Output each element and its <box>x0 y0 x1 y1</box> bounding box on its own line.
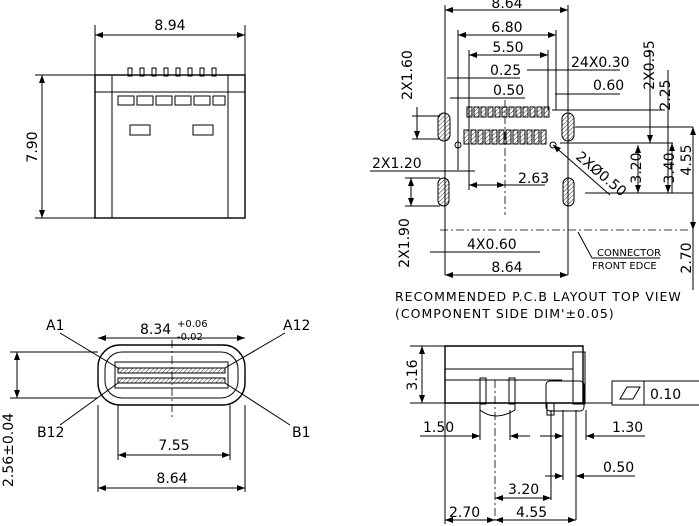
pcb-caption-2: (COMPONENT SIDE DIM'±0.05) <box>395 306 615 321</box>
dim-225-label: 2.25 <box>658 79 674 110</box>
dim-340-label: 3.40 <box>662 152 678 183</box>
pin-b1-label: B1 <box>292 425 311 441</box>
dim-050-label: 0.50 <box>603 460 634 476</box>
mount-pad-left <box>437 112 451 142</box>
pitch-label: 0.50 <box>493 83 524 99</box>
pin-b12-label: B12 <box>37 425 64 441</box>
pcb-layout: 8.64 6.80 5.50 0.25 0.50 24X0.30 0.60 2X… <box>370 0 696 321</box>
tolerance-plus: +0.06 <box>177 319 208 330</box>
flatness-callout: 0.10 <box>585 380 699 406</box>
signal-pads <box>463 106 550 145</box>
side-dim-320-label: 3.20 <box>508 482 539 498</box>
pin-a1-label: A1 <box>46 318 64 334</box>
top-width-label: 8.94 <box>154 18 185 34</box>
slot-top-h-label: 2X1.60 <box>400 50 416 100</box>
edge-label-1: CONNECTOR <box>597 248 661 259</box>
pcb-width-top: 8.64 <box>491 0 522 12</box>
offset-060-label: 0.60 <box>593 78 624 94</box>
dim-263-label: 2.63 <box>518 171 549 187</box>
top-pins <box>127 67 217 77</box>
span-550: 5.50 <box>492 40 523 56</box>
opening-width-label: 8.34 <box>140 322 171 338</box>
dim-270-label: 2.70 <box>679 242 695 273</box>
side-dim-270-label: 2.70 <box>449 505 480 521</box>
pad-width-label: 0.25 <box>490 63 521 79</box>
dim-320-label: 3.20 <box>629 152 645 183</box>
front-height-label: 2.56±0.04 <box>1 413 17 487</box>
slot-left <box>437 177 450 207</box>
top-height-label: 7.90 <box>25 131 41 162</box>
dim-455-label: 4.55 <box>679 144 695 175</box>
dim-150-label: 1.50 <box>423 420 454 436</box>
slot-bot-w-label: 4X0.60 <box>467 237 517 253</box>
edge-label-2: FRONT EDCE <box>592 261 657 272</box>
top-windows <box>117 95 226 136</box>
flatness-value: 0.10 <box>650 387 681 403</box>
front-view: A1 A12 B12 B1 8.34 +0.06 -0.02 7.55 8.64… <box>1 318 311 492</box>
slot-bot-h-label: 2X1.90 <box>397 218 413 268</box>
outer-width-label: 8.64 <box>156 471 187 487</box>
row-095-label: 2X0.95 <box>642 40 658 90</box>
inner-width-label: 7.55 <box>158 438 189 454</box>
pin-a12-label: A12 <box>283 318 310 334</box>
flatness-icon <box>619 386 641 400</box>
pad-count-label: 24X0.30 <box>571 55 630 71</box>
tolerance-minus: -0.02 <box>177 332 203 343</box>
span-680: 6.80 <box>491 20 522 36</box>
side-dim-455-label: 4.55 <box>516 505 547 521</box>
hole-label: 2XØ0.50 <box>572 149 629 200</box>
side-view: 3.16 0.10 1.50 1.30 0.50 3.20 2.70 4.55 <box>405 345 699 524</box>
dim-130-label: 1.30 <box>612 420 643 436</box>
pcb-caption-1: RECOMMENDED P.C.B LAYOUT TOP VIEW <box>395 289 682 304</box>
pcb-width-bottom: 8.64 <box>491 260 522 276</box>
top-view: 8.94 7.90 <box>25 18 246 219</box>
slot-w-label: 2X1.20 <box>372 156 422 172</box>
side-height-label: 3.16 <box>405 359 421 390</box>
